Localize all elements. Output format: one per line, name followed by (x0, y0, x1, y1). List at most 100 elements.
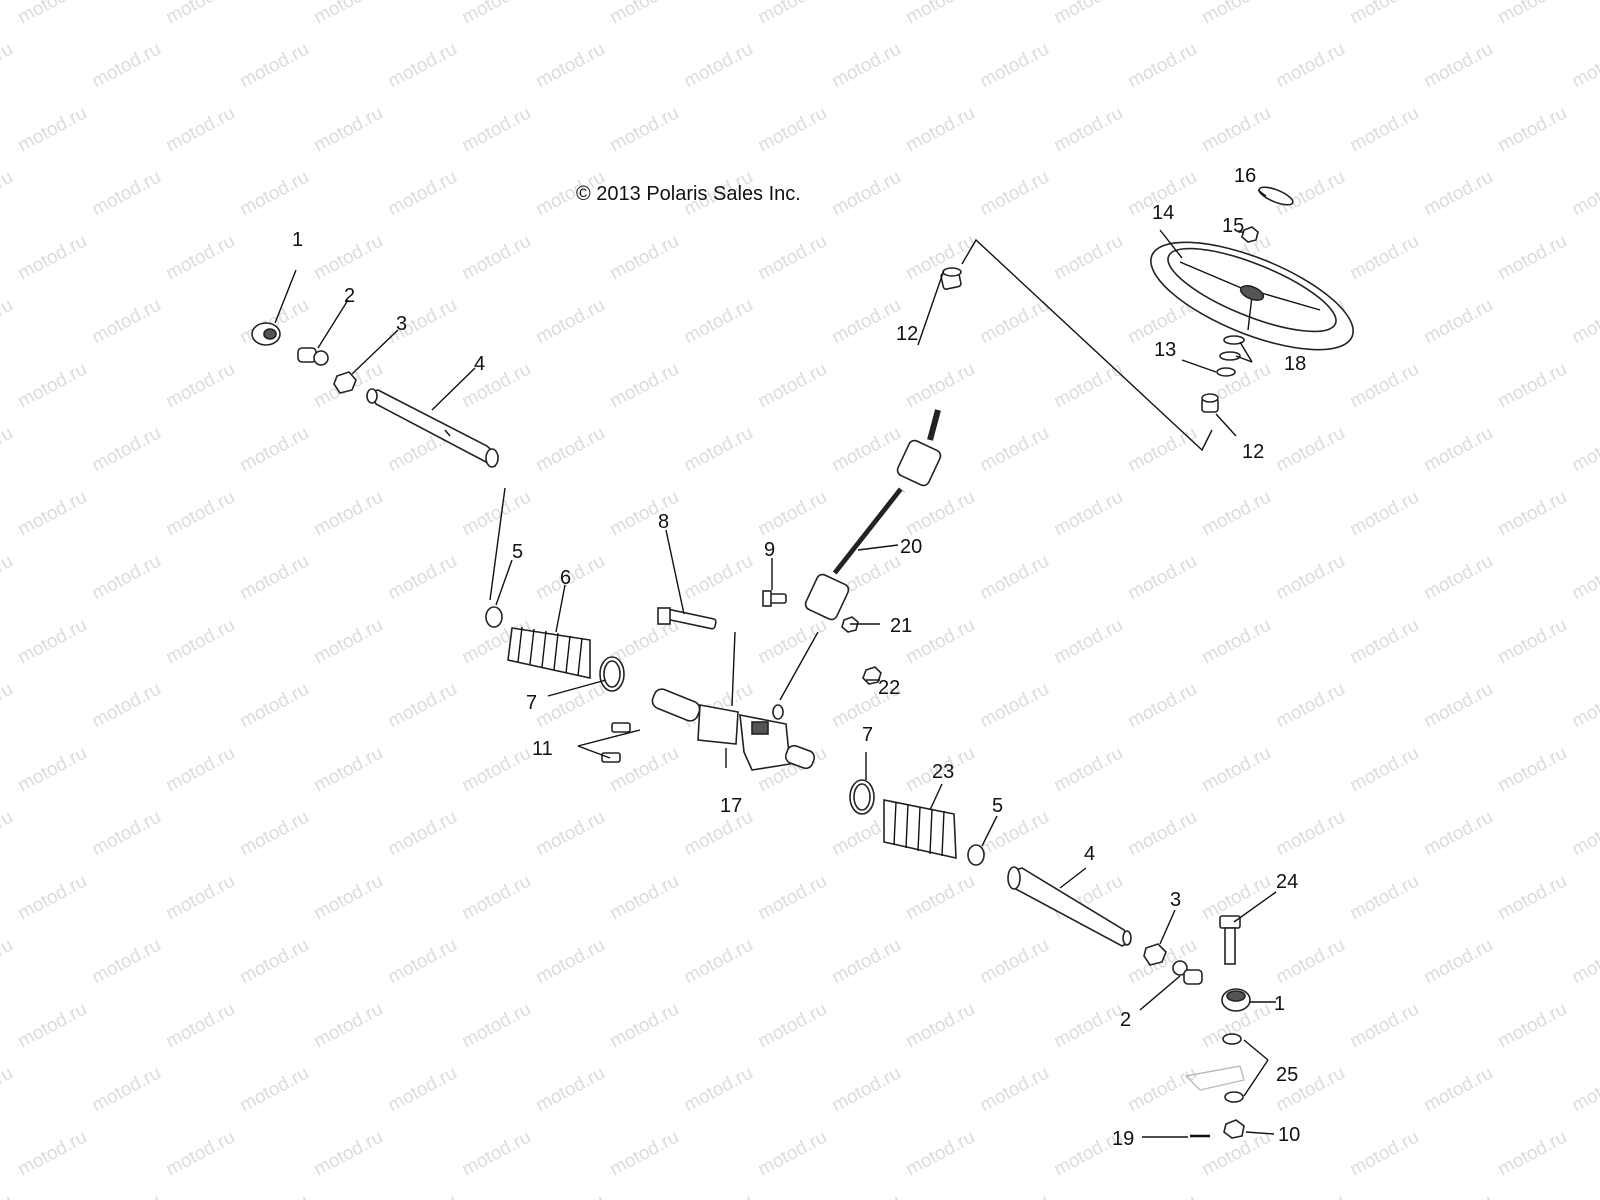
watermark-text: motod.ru (162, 999, 238, 1053)
callout-3: 3 (1170, 889, 1181, 911)
watermark-text: motod.ru (828, 167, 904, 221)
callout-13: 13 (1154, 339, 1176, 361)
watermark-text: motod.ru (828, 423, 904, 477)
watermark-text: motod.ru (680, 295, 756, 349)
part-14-steering-wheel (1150, 241, 1354, 351)
watermark-text: motod.ru (606, 0, 682, 28)
watermark-text: motod.ru (162, 103, 238, 157)
watermark-text: motod.ru (458, 1127, 534, 1181)
watermark-text: motod.ru (680, 39, 756, 93)
part-5-clamp-right (967, 844, 985, 866)
watermark-text: motod.ru (680, 935, 756, 989)
watermark-text: motod.ru (162, 231, 238, 285)
watermark-text: motod.ru (1494, 615, 1570, 669)
watermark-text: motod.ru (754, 487, 830, 541)
watermark-text: motod.ru (754, 359, 830, 413)
part-9-bolt (762, 590, 787, 607)
watermark-text: motod.ru (236, 39, 312, 93)
callout-12: 12 (1242, 441, 1264, 463)
watermark-text: motod.ru (458, 359, 534, 413)
watermark-text: motod.ru (14, 0, 90, 28)
watermark-text: motod.ru (754, 871, 830, 925)
watermark-text: motod.ru (1494, 231, 1570, 285)
watermark-text: motod.ru (1568, 935, 1600, 989)
watermark-text: motod.ru (680, 1063, 756, 1117)
watermark-text: motod.ru (532, 423, 608, 477)
copyright-text: © 2013 Polaris Sales Inc. (576, 183, 801, 205)
part-3-jam-nut-right (1143, 943, 1167, 966)
watermark-text: motod.ru (976, 39, 1052, 93)
watermark-text: motod.ru (1346, 231, 1422, 285)
watermark-text: motod.ru (1420, 807, 1496, 861)
watermark-text: motod.ru (1346, 1127, 1422, 1181)
watermark-text: motod.ru (1198, 743, 1274, 797)
watermark-text: motod.ru (236, 1063, 312, 1117)
watermark-text: motod.ru (1050, 103, 1126, 157)
callout-leaders (274, 189, 1277, 1138)
watermark-text: motod.ru (310, 487, 386, 541)
watermark-text: motod.ru (1494, 103, 1570, 157)
watermark-text: motod.ru (88, 1063, 164, 1117)
watermark-text: motod.ru (88, 167, 164, 221)
watermark-text: motod.ru (1494, 743, 1570, 797)
watermark-text: motod.ru (1568, 295, 1600, 349)
watermark-text: motod.ru (1346, 615, 1422, 669)
watermark-text: motod.ru (310, 999, 386, 1053)
part-15-nut (1241, 226, 1259, 243)
callout-22: 22 (878, 677, 900, 699)
part-8-bolt (657, 607, 717, 630)
watermark-text: motod.ru (0, 423, 17, 477)
watermark-text: motod.ru (1124, 39, 1200, 93)
watermark-text: motod.ru (162, 615, 238, 669)
watermark-text: motod.ru (88, 39, 164, 93)
watermark-text: motod.ru (1494, 999, 1570, 1053)
watermark-text: motod.ru (680, 423, 756, 477)
part-11-bolts (601, 722, 631, 763)
leader-20-to-rack (779, 631, 819, 701)
watermark-text: motod.ru (1050, 0, 1126, 28)
watermark-text: motod.ru (0, 551, 17, 605)
watermark-text: motod.ru (1568, 39, 1600, 93)
watermark-text: motod.ru (1124, 679, 1200, 733)
watermark-text: motod.ru (0, 679, 17, 733)
watermark-text: motod.ru (1124, 1191, 1200, 1200)
watermark-text: motod.ru (1568, 167, 1600, 221)
watermark-text: motod.ru (1346, 487, 1422, 541)
watermark-text: motod.ru (1198, 0, 1274, 28)
watermark-text: motod.ru (162, 487, 238, 541)
callout-14: 14 (1152, 202, 1174, 224)
watermark-text: motod.ru (310, 0, 386, 28)
watermark-text: motod.ru (1568, 807, 1600, 861)
watermark-text: motod.ru (88, 295, 164, 349)
watermark-text: motod.ru (1050, 359, 1126, 413)
watermark-text: motod.ru (1050, 999, 1126, 1053)
watermark-text: motod.ru (1420, 1063, 1496, 1117)
watermark-text: motod.ru (310, 231, 386, 285)
watermark-text: motod.ru (754, 231, 830, 285)
watermark-text: motod.ru (606, 1127, 682, 1181)
watermark-text: motod.ru (1124, 1063, 1200, 1117)
watermark-text: motod.ru (88, 679, 164, 733)
watermark-text: motod.ru (902, 103, 978, 157)
watermark-text: motod.ru (754, 999, 830, 1053)
watermark-text: motod.ru (0, 295, 17, 349)
callout-17: 17 (720, 795, 742, 817)
callout-5: 5 (512, 541, 523, 563)
watermark-text: motod.ru (1494, 487, 1570, 541)
watermark-text: motod.ru (1568, 679, 1600, 733)
part-1-tie-rod-end-right (1221, 988, 1251, 1012)
watermark-text: motod.ru (828, 295, 904, 349)
watermark-text: motod.ru (236, 551, 312, 605)
watermark-text: motod.ru (902, 359, 978, 413)
watermark-text: motod.ru (532, 807, 608, 861)
watermark-text: motod.ru (976, 423, 1052, 477)
callout-19: 19 (1112, 1128, 1134, 1150)
watermark-text: motod.ru (1494, 359, 1570, 413)
watermark-text: motod.ru (384, 1191, 460, 1200)
watermark-text: motod.ru (1568, 551, 1600, 605)
watermark-text: motod.ru (14, 871, 90, 925)
callout-1: 1 (292, 229, 303, 251)
watermark-text: motod.ru (162, 359, 238, 413)
